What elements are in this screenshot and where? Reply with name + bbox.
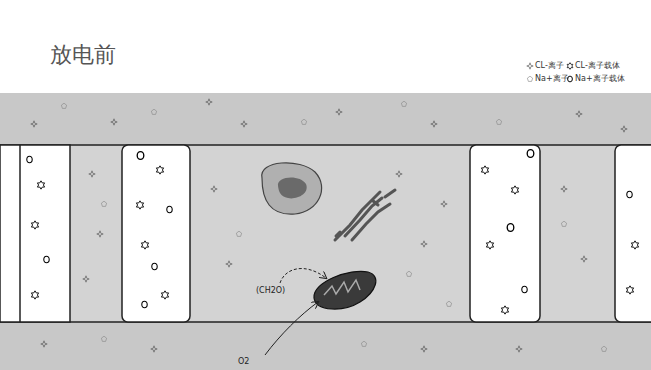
carrier (527, 150, 534, 158)
annotation-label: (CH2O) (256, 287, 285, 295)
ion (516, 346, 522, 352)
ion (89, 171, 95, 177)
ion (236, 231, 241, 236)
carrier (31, 221, 38, 229)
cell-layer (0, 145, 651, 322)
carrier (507, 224, 514, 232)
ion (61, 103, 66, 108)
sodium-ions (61, 101, 606, 351)
carrier (161, 291, 168, 299)
ion (101, 336, 106, 341)
ion (361, 341, 366, 346)
nucleolus (278, 177, 307, 198)
ion (241, 121, 247, 127)
legend-symbol-shape (567, 62, 573, 69)
ion (421, 241, 427, 247)
ion (601, 346, 606, 351)
carrier (626, 286, 633, 294)
legend-symbol-shape (568, 76, 573, 82)
legend-symbol (566, 62, 574, 70)
ion (101, 201, 106, 206)
carrier (31, 291, 38, 299)
mitochondrion-cristae (324, 280, 360, 295)
ion (41, 341, 47, 347)
carrier (481, 166, 488, 174)
membrane-carriers (27, 150, 639, 315)
carrier (631, 241, 638, 249)
carrier (627, 191, 632, 197)
ion (111, 119, 117, 125)
legend-symbol (566, 75, 574, 83)
ion (561, 221, 566, 226)
ion (431, 121, 437, 127)
carrier (136, 201, 143, 209)
legend-item: Na+离子 (526, 73, 569, 84)
legend-symbol (526, 62, 534, 70)
chloride-ions (31, 99, 627, 352)
carrier (511, 186, 518, 194)
ion (151, 346, 157, 352)
ion (97, 231, 103, 237)
ion (401, 101, 406, 106)
carrier (141, 241, 148, 249)
carrier (137, 152, 144, 160)
legend-symbol-shape (527, 76, 532, 81)
ion (441, 201, 447, 207)
ion (446, 301, 451, 306)
ion (336, 109, 342, 115)
ion (151, 109, 156, 114)
legend-text: Na+离子 (535, 73, 569, 84)
membrane (122, 145, 190, 322)
carrier (152, 263, 157, 269)
ion (301, 119, 306, 124)
membrane-left (0, 145, 70, 322)
carrier (522, 286, 527, 292)
legend-text: CL-离子载体 (575, 60, 620, 71)
legend-symbol-shape (527, 62, 533, 68)
carrier (37, 181, 44, 189)
legend-item: CL-离子 (526, 60, 564, 71)
carrier (486, 241, 493, 249)
ion (31, 121, 37, 127)
carrier (501, 306, 508, 314)
title: 放电前 (50, 44, 116, 66)
carrier (167, 206, 172, 212)
ion (581, 256, 587, 262)
nucleus (262, 163, 322, 214)
oxygen-arrow (265, 302, 318, 355)
membrane-line (19, 145, 21, 322)
carrier (27, 156, 32, 162)
legend-symbol (526, 75, 534, 83)
ion (406, 271, 411, 276)
legend-item: Na+离子载体 (566, 73, 625, 84)
annotation-label: O2 (238, 358, 249, 366)
ion (206, 99, 212, 105)
ion (576, 111, 582, 117)
ion (226, 261, 232, 267)
ion (421, 346, 427, 352)
carrier (142, 301, 147, 307)
legend-text: CL-离子 (535, 60, 564, 71)
membrane-right (615, 145, 651, 322)
ion (561, 186, 567, 192)
endoplasmic-reticulum (335, 190, 395, 240)
carrier (156, 166, 163, 174)
ion (496, 119, 501, 124)
ion (211, 186, 217, 192)
extracellular-band (0, 93, 651, 370)
legend-text: Na+离子载体 (575, 73, 625, 84)
legend-item: CL-离子载体 (566, 60, 620, 71)
mitochondrion (314, 271, 376, 309)
carrier (44, 256, 49, 262)
ion (83, 276, 89, 282)
dashed-arrow (280, 269, 326, 283)
ion (396, 171, 402, 177)
membrane (470, 145, 540, 322)
ion (621, 126, 627, 132)
